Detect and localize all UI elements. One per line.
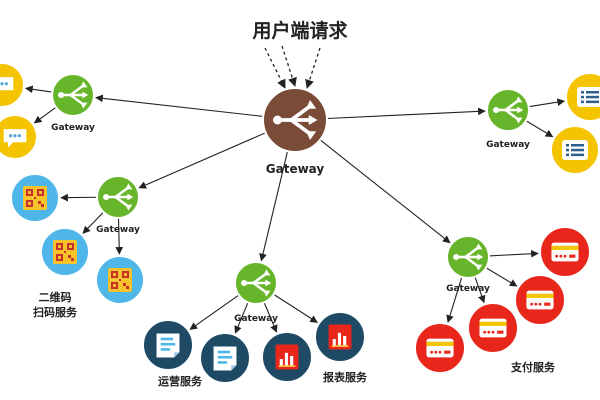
gateway-label: Gateway <box>96 225 140 235</box>
credit-card-icon <box>526 290 554 310</box>
gateway-label: Gateway <box>446 284 490 294</box>
edge-gwQR-qr2 <box>82 211 104 234</box>
document-icon <box>213 346 237 371</box>
edge-gwPay-pay2 <box>485 267 518 287</box>
edge-main-gwTR <box>326 107 486 120</box>
qr-group-label-line1: 二维码 <box>39 290 72 304</box>
edge-main-gwTL <box>95 94 264 117</box>
node-chat1 <box>0 62 25 108</box>
list-icon <box>562 140 588 160</box>
document-icon <box>156 333 180 358</box>
request-arrow-2 <box>281 45 297 87</box>
edge-main-gwOps <box>259 150 289 262</box>
gateway-label: Gateway <box>51 123 95 133</box>
edge-main-gwPay <box>319 139 451 244</box>
bar-chart-icon <box>328 324 352 350</box>
node-gwPay: Gateway <box>446 235 490 294</box>
edge-gwOps-ops2 <box>234 302 249 334</box>
qr-code-icon <box>53 240 77 264</box>
qr-code-icon <box>108 268 132 292</box>
gateway-label: Gateway <box>266 162 325 176</box>
node-list1 <box>565 72 600 122</box>
edge-gwPay-pay1 <box>488 249 539 258</box>
list-icon <box>577 87 600 107</box>
pay-group-label: 支付服务 <box>510 360 556 374</box>
bar-chart-icon <box>275 344 299 370</box>
node-pay1 <box>539 226 591 278</box>
node-rep2 <box>314 311 366 363</box>
qr-code-icon <box>23 186 47 210</box>
node-list2 <box>550 125 600 175</box>
edge-gwPay-pay3 <box>474 276 486 304</box>
node-pay2 <box>514 274 566 326</box>
edge-gwTL-chat2 <box>33 106 57 124</box>
qr-group-label-line2: 扫码服务 <box>33 305 78 319</box>
node-gwOps: Gateway <box>234 261 278 324</box>
edge-gwTL-chat1 <box>25 85 53 94</box>
credit-card-icon <box>479 318 507 338</box>
edges-layer <box>25 45 566 334</box>
node-qr3 <box>95 255 145 305</box>
node-ops2 <box>199 332 251 384</box>
node-gwTL: Gateway <box>51 73 95 133</box>
node-qr1 <box>10 173 60 223</box>
report-group-label: 报表服务 <box>323 370 368 384</box>
edge-gwOps-rep2 <box>273 293 318 323</box>
node-qr2 <box>40 227 90 277</box>
ops-group-label: 运营服务 <box>158 374 203 388</box>
edge-gwQR-qr3 <box>115 217 124 255</box>
node-main: Gateway <box>262 87 328 176</box>
edge-gwOps-ops1 <box>189 294 240 330</box>
credit-card-icon <box>426 338 454 358</box>
edge-gwTR-list1 <box>528 98 566 108</box>
diagram-title: 用户端请求 <box>252 19 348 42</box>
gateway-label: Gateway <box>234 314 278 324</box>
node-rep1 <box>261 331 313 383</box>
request-arrow-3 <box>305 47 321 89</box>
node-pay4 <box>414 322 466 374</box>
node-pay3 <box>467 302 519 354</box>
gateway-label: Gateway <box>486 140 530 150</box>
node-chat2 <box>0 114 38 160</box>
edge-gwOps-rep1 <box>263 302 278 333</box>
node-ops1 <box>142 319 194 371</box>
request-arrow-1 <box>264 47 286 89</box>
edge-gwTR-list2 <box>525 120 554 138</box>
nodes-layer: GatewayGatewayGatewayGatewayGatewayGatew… <box>0 62 600 384</box>
node-gwTR: Gateway <box>486 88 530 150</box>
edge-gwPay-pay4 <box>446 276 463 323</box>
credit-card-icon <box>551 242 579 262</box>
node-gwQR: Gateway <box>96 175 140 235</box>
edge-main-gwQR <box>138 132 266 189</box>
